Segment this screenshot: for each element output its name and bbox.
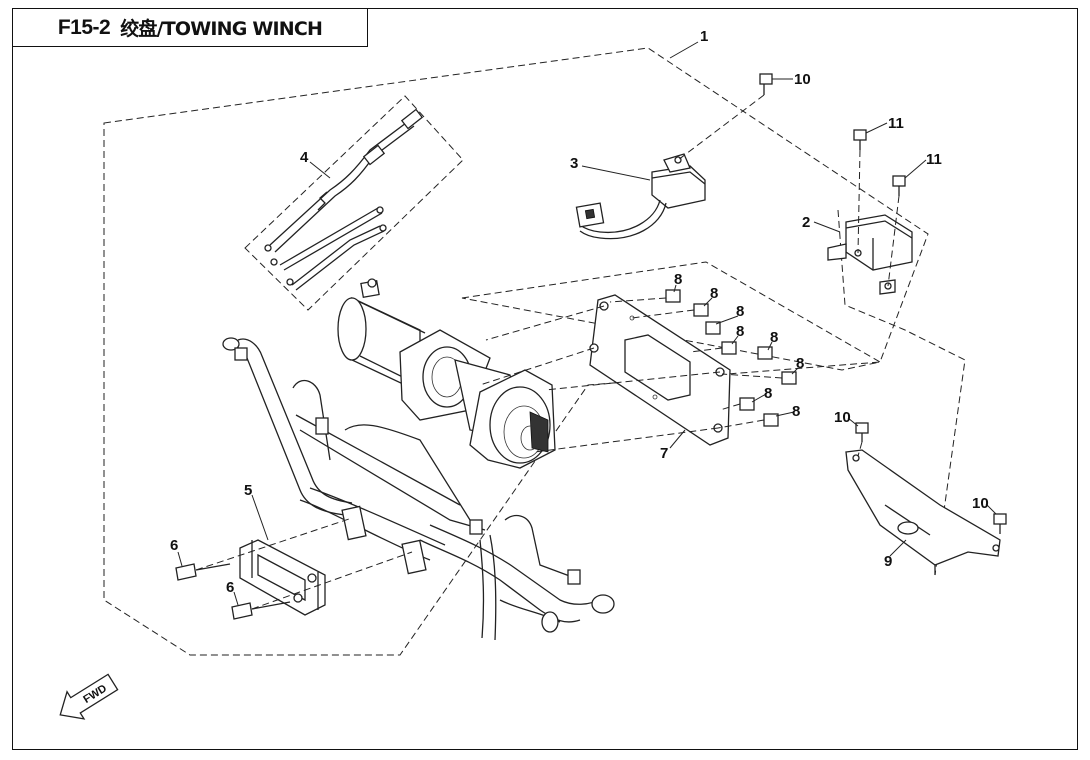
callout-8b: 8 [710,285,718,302]
winch-control-switch [575,153,706,240]
callout-1: 1 [700,28,708,45]
fasteners [175,73,1007,620]
winch-mounting-plate [589,294,731,446]
callout-10b: 10 [834,409,851,426]
callout-3: 3 [570,155,578,172]
wire-harness-set [264,108,424,291]
title-block: F15-2 绞盘/TOWING WINCH [12,8,368,47]
assembly-outline-1 [103,47,929,656]
drawing-frame [12,8,1078,750]
alignment-lines [195,94,900,610]
callout-4: 4 [300,149,309,166]
callout-8f: 8 [796,355,804,372]
winch-relay [827,214,913,295]
harness-group-outline [244,95,464,311]
relay-bracket [845,449,1001,575]
callout-11a: 11 [888,115,904,132]
callout-2: 2 [802,214,810,231]
callout-8c: 8 [736,303,744,320]
forward-direction-arrow: FWD [59,673,119,720]
front-bumper-frame [222,337,615,641]
callout-8h: 8 [792,403,800,420]
callout-6b: 6 [226,579,234,596]
callout-8d: 8 [736,323,744,340]
relay-group-outline [837,209,966,576]
roller-fairlead [239,539,326,616]
leader-lines [177,41,997,606]
callout-8a: 8 [674,271,682,288]
callout-9: 9 [884,553,892,570]
callout-8g: 8 [764,385,772,402]
diagram-code: F15-2 [57,15,111,39]
callout-8e: 8 [770,329,778,346]
diagram-title: 绞盘/TOWING WINCH [120,18,323,40]
callout-11b: 11 [926,151,942,168]
callout-6a: 6 [170,537,178,554]
callout-5: 5 [244,482,252,499]
callout-10a: 10 [794,71,811,88]
winch-assembly [337,278,556,469]
callout-10c: 10 [972,495,989,512]
callout-7: 7 [660,445,668,462]
